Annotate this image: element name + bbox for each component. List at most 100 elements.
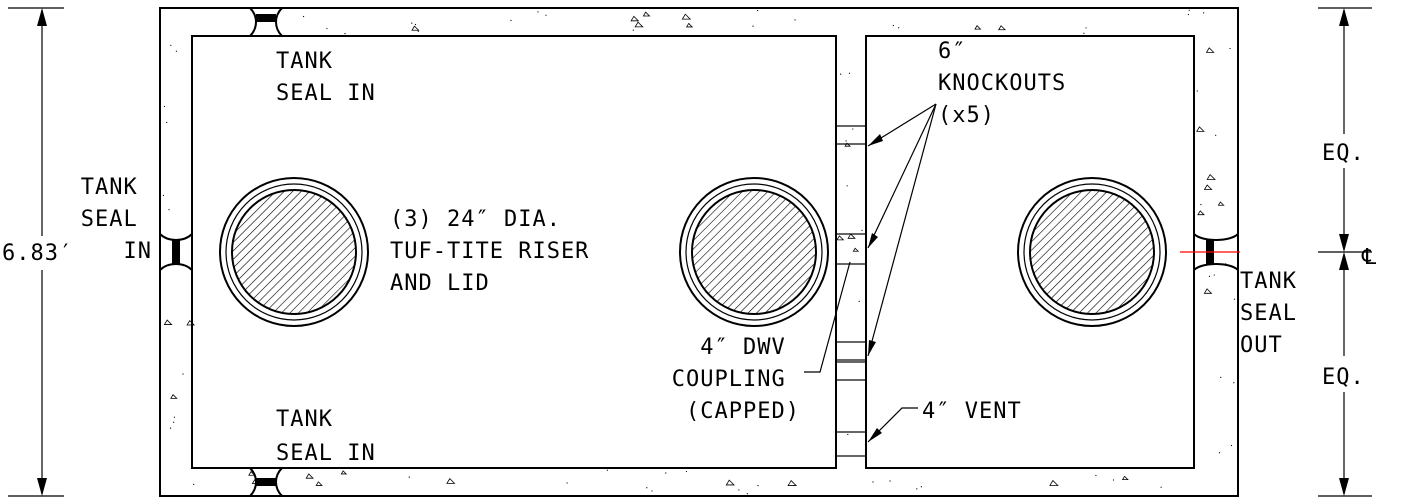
vent-leader xyxy=(867,407,918,443)
concrete-aggregate xyxy=(162,9,1236,495)
seal-right xyxy=(1180,233,1240,271)
aggregate-dot xyxy=(872,481,874,483)
aggregate-dot xyxy=(1229,47,1231,50)
aggregate-dot xyxy=(182,373,184,375)
aggregate-stone xyxy=(411,25,420,31)
dimension-eq: EQ. EQ. ℄ xyxy=(1318,7,1377,497)
aggregate-dot xyxy=(1220,376,1222,378)
aggregate-dot xyxy=(756,9,759,12)
aggregate-dot xyxy=(889,480,891,482)
aggregate-dot xyxy=(665,472,667,474)
aggregate-dot xyxy=(414,23,417,26)
aggregate-stone xyxy=(642,11,651,17)
dimension-overall-height: 6.83′ xyxy=(2,7,73,497)
aggregate-dot xyxy=(646,487,648,489)
aggregate-stone xyxy=(1203,288,1213,294)
aggregate-dot xyxy=(920,486,922,488)
aggregate-dot xyxy=(757,485,759,487)
overall-height-text: 6.83′ xyxy=(2,241,73,266)
aggregate-dot xyxy=(898,27,900,29)
aggregate-dot xyxy=(1215,134,1217,136)
aggregate-dot xyxy=(1230,444,1233,447)
aggregate-dot xyxy=(168,209,170,211)
aggregate-dot xyxy=(162,194,165,197)
aggregate-dot xyxy=(170,44,172,46)
aggregate-dot xyxy=(344,33,346,35)
aggregate-stone xyxy=(1197,210,1205,216)
aggregate-dot xyxy=(545,14,547,16)
aggregate-stone xyxy=(1217,201,1225,206)
aggregate-stone xyxy=(1203,184,1213,190)
aggregate-stone xyxy=(974,25,982,30)
vent-stub xyxy=(835,431,867,457)
aggregate-dot xyxy=(1233,298,1236,300)
aggregate-stone xyxy=(340,470,348,475)
aggregate-dot xyxy=(169,427,172,429)
aggregate-dot xyxy=(845,140,847,142)
knockout-4 xyxy=(835,361,867,381)
aggregate-dot xyxy=(163,105,165,108)
aggregate-dot xyxy=(193,483,195,486)
dwv-coupling xyxy=(835,233,867,265)
aggregate-stone xyxy=(170,394,178,399)
aggregate-stone xyxy=(787,479,798,486)
coupling-note: 4″ DWV COUPLING (CAPPED) xyxy=(672,335,800,424)
aggregate-dot xyxy=(1218,452,1221,454)
aggregate-dot xyxy=(632,29,634,31)
vent-note: 4″ VENT xyxy=(922,399,1022,424)
aggregate-dot xyxy=(537,11,539,13)
aggregate-dot xyxy=(846,185,848,187)
aggregate-stone xyxy=(163,319,173,325)
riser-2 xyxy=(679,177,829,327)
aggregate-stone xyxy=(305,473,314,479)
aggregate-dot xyxy=(1085,27,1087,29)
aggregate-stone xyxy=(844,142,852,147)
aggregate-dot xyxy=(794,19,796,21)
knockout-3 xyxy=(835,341,867,361)
aggregate-dot xyxy=(651,490,653,492)
aggregate-stone xyxy=(725,479,735,486)
eq-upper-text: EQ. xyxy=(1322,141,1365,166)
aggregate-dot xyxy=(746,493,749,495)
aggregate-stone xyxy=(1049,479,1059,486)
knockouts-note: 6″ KNOCKOUTS (x5) xyxy=(938,39,1080,128)
aggregate-dot xyxy=(566,482,568,484)
aggregate-dot xyxy=(411,22,413,24)
seal-top xyxy=(249,7,283,37)
eq-lower-text: EQ. xyxy=(1322,365,1365,390)
aggregate-stone xyxy=(630,15,640,22)
aggregate-stone xyxy=(836,235,845,241)
aggregate-stone xyxy=(852,247,860,252)
partition-knockouts xyxy=(835,125,867,457)
aggregate-dot xyxy=(173,421,175,423)
aggregate-dot xyxy=(847,433,849,436)
aggregate-dot xyxy=(1188,9,1190,11)
aggregate-dot xyxy=(606,469,608,471)
aggregate-stone xyxy=(1196,126,1205,132)
aggregate-dot xyxy=(408,476,410,478)
knockout-1 xyxy=(835,125,867,145)
aggregate-dot xyxy=(839,73,842,75)
aggregate-stone xyxy=(1205,47,1215,53)
aggregate-stone xyxy=(1121,475,1129,481)
coupling-leader xyxy=(804,261,851,373)
aggregate-dot xyxy=(302,15,305,18)
aggregate-dot xyxy=(1196,90,1198,92)
aggregate-stone xyxy=(847,233,856,239)
aggregate-stone xyxy=(997,25,1007,31)
aggregate-dot xyxy=(752,25,754,27)
aggregate-stone xyxy=(186,319,196,326)
seal-bottom xyxy=(249,467,283,497)
tank-seal-in-top-note: TANK SEAL IN xyxy=(276,49,376,106)
aggregate-dot xyxy=(852,128,854,130)
aggregate-stone xyxy=(446,477,456,484)
aggregate-stone xyxy=(634,21,644,28)
aggregate-dot xyxy=(1200,203,1202,206)
aggregate-dot xyxy=(1203,12,1205,14)
aggregate-dot xyxy=(738,489,740,491)
aggregate-stone xyxy=(681,13,692,20)
aggregate-dot xyxy=(848,72,851,74)
riser-note: (3) 24″ DIA. TUF-TITE RISER AND LID xyxy=(390,207,604,296)
centerline-symbol: ℄ xyxy=(1361,245,1377,270)
